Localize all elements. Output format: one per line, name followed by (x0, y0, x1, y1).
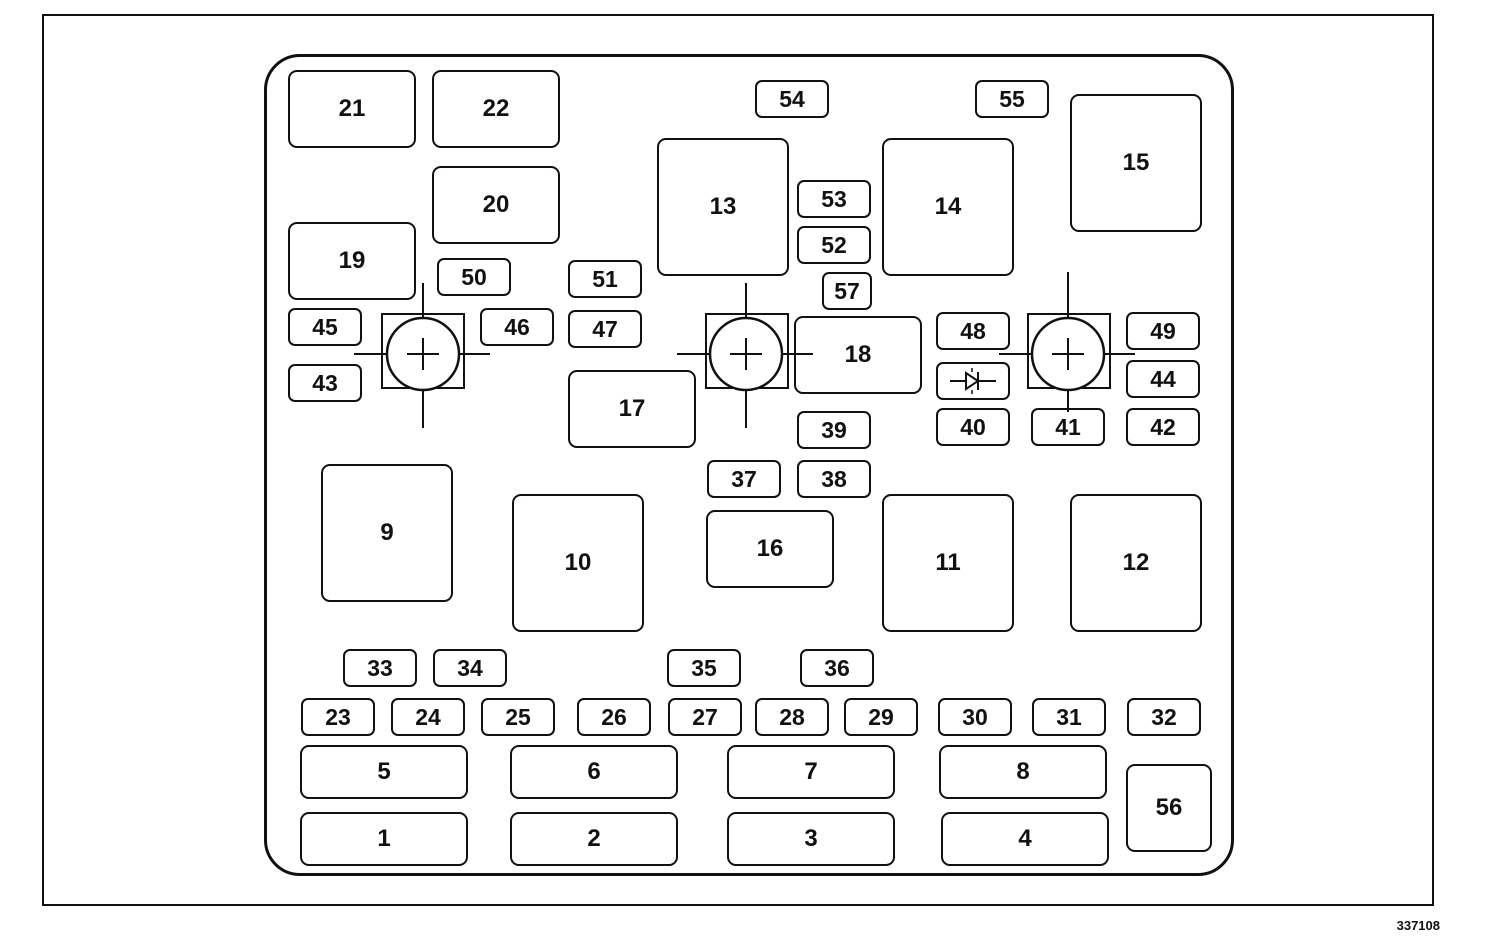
fuse-45: 45 (288, 308, 362, 346)
fuse-39: 39 (797, 411, 871, 449)
maxi-fuse-3: 3 (727, 812, 895, 866)
fuse-27: 27 (668, 698, 742, 736)
relay-17: 17 (568, 370, 696, 448)
fuse-23: 23 (301, 698, 375, 736)
relay-19: 19 (288, 222, 416, 300)
fuse-30: 30 (938, 698, 1012, 736)
mounting-stud-right (999, 272, 1135, 412)
relay-20: 20 (432, 166, 560, 244)
fuse-48: 48 (936, 312, 1010, 350)
maxi-fuse-4: 4 (941, 812, 1109, 866)
fuse-26: 26 (577, 698, 651, 736)
fuse-41: 41 (1031, 408, 1105, 446)
figure-number: 337108 (1396, 918, 1440, 933)
fuse-49: 49 (1126, 312, 1200, 350)
relay-16: 16 (706, 510, 834, 588)
fuse-51: 51 (568, 260, 642, 298)
diode-icon (950, 368, 996, 394)
relay-12: 12 (1070, 494, 1202, 632)
relay-13: 13 (657, 138, 789, 276)
fuse-28: 28 (755, 698, 829, 736)
maxi-fuse-1: 1 (300, 812, 468, 866)
fuse-36: 36 (800, 649, 874, 687)
fuse-50: 50 (437, 258, 511, 296)
fuse-33: 33 (343, 649, 417, 687)
fuse-37: 37 (707, 460, 781, 498)
fuse-25: 25 (481, 698, 555, 736)
fuse-38: 38 (797, 460, 871, 498)
relay-14: 14 (882, 138, 1014, 276)
fuse-42: 42 (1126, 408, 1200, 446)
maxi-fuse-8: 8 (939, 745, 1107, 799)
relay-9: 9 (321, 464, 453, 602)
diode-slot (936, 362, 1010, 400)
fuse-57: 57 (822, 272, 872, 310)
mounting-stud-center (677, 283, 813, 428)
relay-11: 11 (882, 494, 1014, 632)
relay-21: 21 (288, 70, 416, 148)
fuse-55: 55 (975, 80, 1049, 118)
fuse-31: 31 (1032, 698, 1106, 736)
fuse-44: 44 (1126, 360, 1200, 398)
fuse-40: 40 (936, 408, 1010, 446)
relay-56: 56 (1126, 764, 1212, 852)
maxi-fuse-5: 5 (300, 745, 468, 799)
fuse-34: 34 (433, 649, 507, 687)
relay-10: 10 (512, 494, 644, 632)
fuse-32: 32 (1127, 698, 1201, 736)
fuse-52: 52 (797, 226, 871, 264)
fuse-43: 43 (288, 364, 362, 402)
fuse-47: 47 (568, 310, 642, 348)
relay-18: 18 (794, 316, 922, 394)
relay-22: 22 (432, 70, 560, 148)
maxi-fuse-2: 2 (510, 812, 678, 866)
maxi-fuse-7: 7 (727, 745, 895, 799)
relay-15: 15 (1070, 94, 1202, 232)
fuse-block-outline (264, 54, 1234, 876)
fuse-24: 24 (391, 698, 465, 736)
fuse-29: 29 (844, 698, 918, 736)
fuse-54: 54 (755, 80, 829, 118)
maxi-fuse-6: 6 (510, 745, 678, 799)
mounting-stud-left (354, 283, 490, 428)
fuse-46: 46 (480, 308, 554, 346)
fuse-53: 53 (797, 180, 871, 218)
fuse-35: 35 (667, 649, 741, 687)
diagram-frame (42, 14, 1434, 906)
